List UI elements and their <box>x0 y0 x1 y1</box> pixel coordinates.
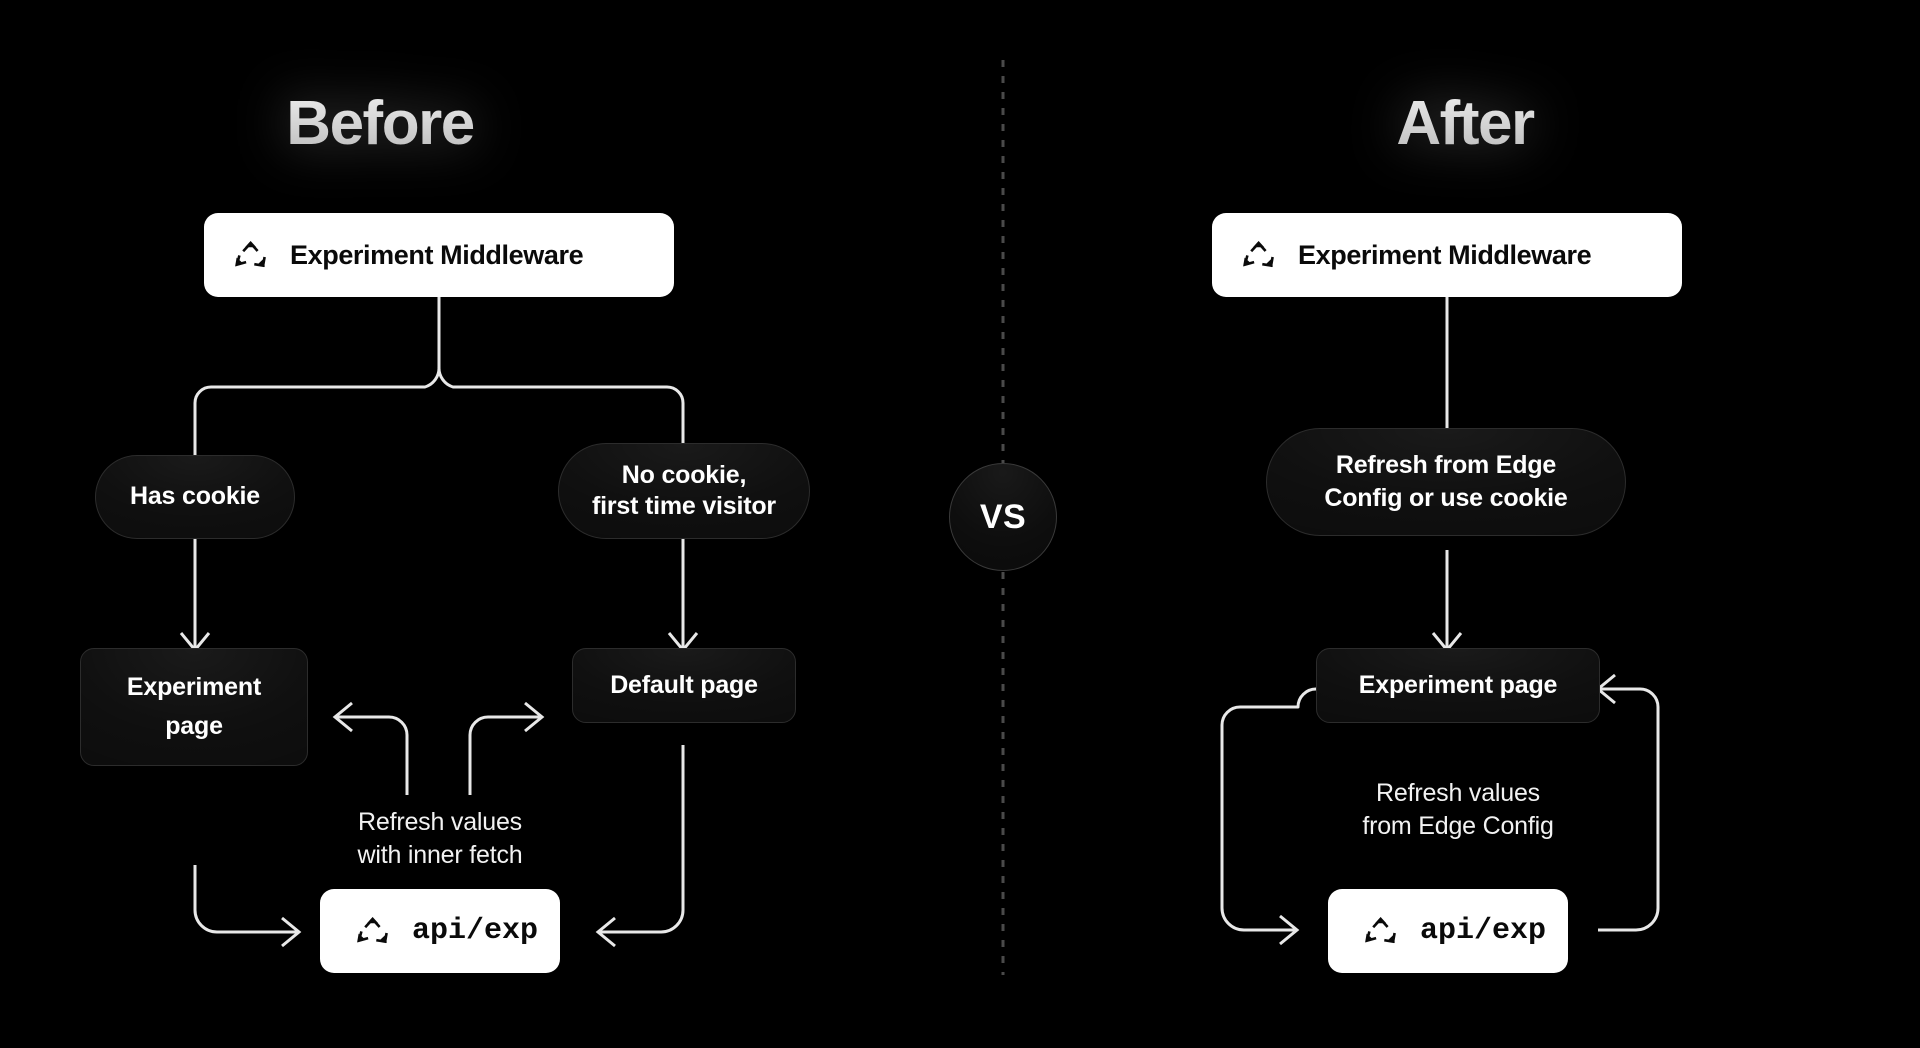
vs-badge: VS <box>949 463 1057 571</box>
arrowhead-innerfetch-left <box>332 701 353 733</box>
after-refresh-note: Refresh values from Edge Config <box>1313 777 1603 843</box>
arrowhead-exppage-to-endpoint <box>281 916 302 948</box>
after-experiment-page-node[interactable]: Experiment page <box>1316 648 1600 723</box>
triangle-arrows-logo-icon <box>357 917 388 944</box>
wire-fork-left-branch <box>193 353 441 455</box>
before-refresh-note-line2: with inner fetch <box>357 841 523 869</box>
before-experiment-page-node[interactable]: Experiment page <box>80 648 308 766</box>
wire-innerfetch-left <box>337 715 409 795</box>
after-section-title: After <box>1265 88 1665 159</box>
before-experiment-page-label-line2: page <box>165 712 223 740</box>
arrowhead-after-loop-left <box>1279 914 1300 946</box>
after-experiment-middleware-label: Experiment Middleware <box>1298 239 1592 270</box>
arrowhead-innerfetch-right <box>524 701 545 733</box>
after-refresh-label-line1: Refresh from Edge <box>1335 450 1557 479</box>
before-endpoint-card[interactable]: api/exp <box>320 889 560 973</box>
after-endpoint-card[interactable]: api/exp <box>1328 889 1568 973</box>
wire-defaultpage-to-endpoint <box>600 745 685 934</box>
after-refresh-label-line2: Config or use cookie <box>1324 484 1568 512</box>
before-no-cookie-node[interactable]: No cookie, first time visitor <box>558 443 810 539</box>
before-refresh-note: Refresh values with inner fetch <box>295 806 585 872</box>
wire-exppage-to-endpoint <box>193 865 297 934</box>
after-endpoint-label: api/exp <box>1420 914 1547 948</box>
before-section-title: Before <box>180 88 580 159</box>
wire-after-loop-right <box>1598 687 1660 932</box>
before-endpoint-label: api/exp <box>412 914 539 948</box>
triangle-arrows-logo-icon <box>235 241 266 268</box>
before-has-cookie-node[interactable]: Has cookie <box>95 455 295 539</box>
arrowhead-defaultpage-to-endpoint <box>595 916 616 948</box>
before-refresh-note-line1: Refresh values <box>358 808 522 836</box>
after-experiment-page-label: Experiment page <box>1358 670 1558 699</box>
after-experiment-middleware-card[interactable]: Experiment Middleware <box>1212 213 1682 297</box>
before-no-cookie-label-line1: No cookie, <box>621 460 747 489</box>
vs-label: VS <box>979 497 1027 536</box>
after-refresh-note-line2: from Edge Config <box>1362 812 1554 840</box>
after-refresh-note-line1: Refresh values <box>1376 779 1540 807</box>
arrowhead-after-loop-right <box>1595 673 1616 705</box>
before-experiment-middleware-card[interactable]: Experiment Middleware <box>204 213 674 297</box>
triangle-arrows-logo-icon <box>1243 241 1274 268</box>
wire-innerfetch-right <box>468 715 540 795</box>
before-experiment-page-label-line1: Experiment <box>126 672 262 701</box>
after-refresh-node[interactable]: Refresh from Edge Config or use cookie <box>1266 428 1626 536</box>
before-experiment-middleware-label: Experiment Middleware <box>290 239 584 270</box>
before-has-cookie-label: Has cookie <box>129 482 260 511</box>
wire-after-loop-left <box>1220 687 1317 932</box>
wire-fork-right-branch <box>437 353 685 455</box>
before-default-page-label: Default page <box>610 670 758 699</box>
before-default-page-node[interactable]: Default page <box>572 648 796 723</box>
before-no-cookie-label-line2: first time visitor <box>592 492 776 520</box>
triangle-arrows-logo-icon <box>1365 917 1396 944</box>
